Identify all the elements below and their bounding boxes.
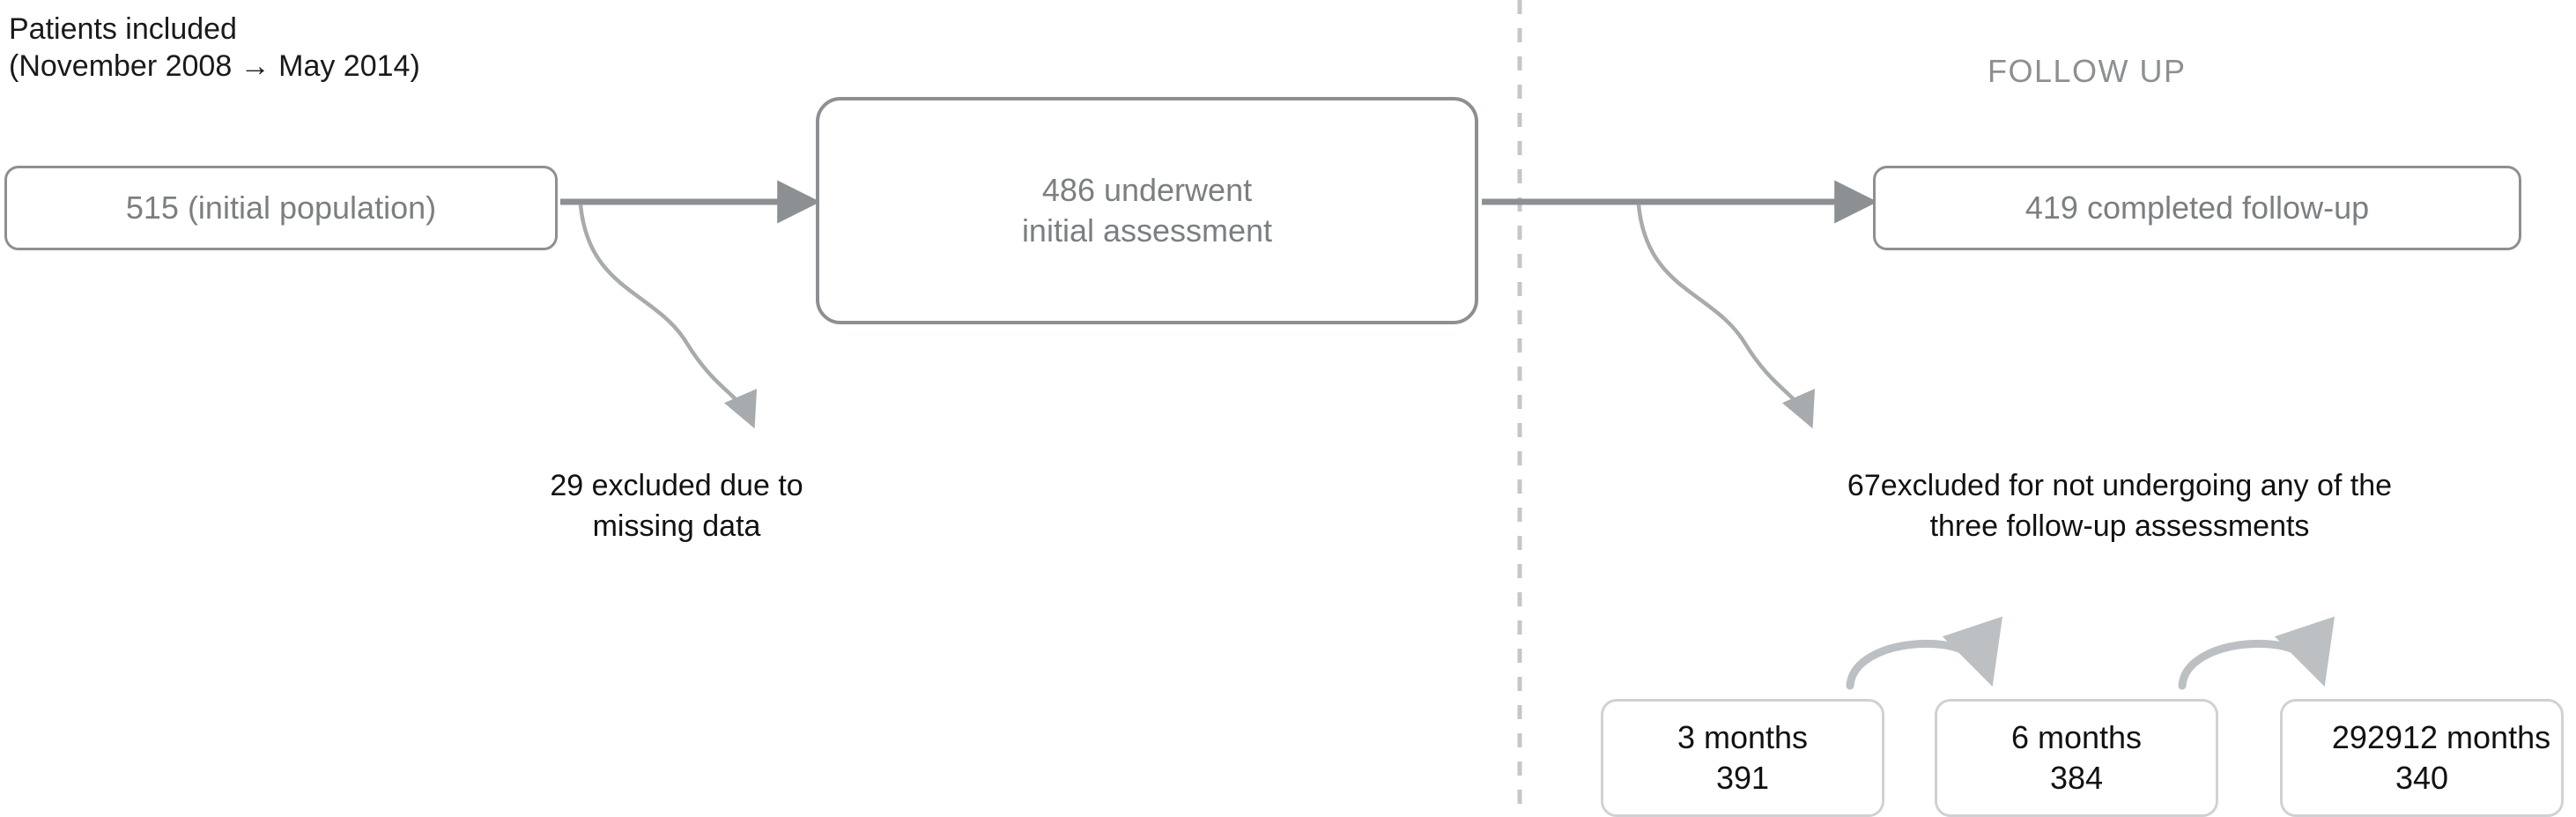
node-initial-assessment-line-2: initial assessment <box>1021 212 1273 249</box>
exclusion-note-left-line-2: missing data <box>592 509 761 543</box>
follow-up-section-label: FOLLOW UP <box>1988 53 2187 89</box>
arrow-excluded-missing-data <box>578 204 758 429</box>
node-initial-assessment[interactable]: 486 underwent initial assessment <box>816 97 1478 324</box>
followup-box-12-months[interactable]: 292912 months 340 <box>2280 699 2564 817</box>
exclusion-note-left: 29 excluded due to missing data <box>448 465 906 546</box>
node-initial-population-label: 515 (initial population) <box>125 189 437 226</box>
node-completed-followup[interactable]: 419 completed follow-up <box>1873 166 2521 250</box>
followup-box-6-months-label: 6 months <box>2010 719 2143 755</box>
followup-box-12-months-label: 292912 months <box>2331 719 2551 755</box>
page-title-line-1: Patients included <box>9 12 237 46</box>
arc-6-to-12-months <box>2178 616 2335 690</box>
followup-box-6-months-value: 384 <box>2049 760 2104 796</box>
page-title-line-2: (November 2008 → May 2014) <box>9 49 420 83</box>
node-initial-assessment-line-1: 486 underwent <box>1041 172 1253 208</box>
followup-box-3-months[interactable]: 3 months 391 <box>1601 699 1884 817</box>
node-initial-assessment-text: 486 underwent initial assessment <box>1006 170 1288 251</box>
exclusion-note-right-text: excluded for not undergoing any of the <box>1880 469 2393 502</box>
exclusion-note-right-line-1: 67excluded for not undergoing any of the <box>1663 465 2576 506</box>
followup-box-3-months-label: 3 months <box>1677 719 1809 755</box>
arrow-excluded-no-followup <box>1636 204 1816 429</box>
followup-box-3-months-value: 391 <box>1715 760 1770 796</box>
node-initial-population[interactable]: 515 (initial population) <box>4 166 558 250</box>
exclusion-note-right: 67excluded for not undergoing any of the… <box>1663 465 2576 546</box>
arc-3-to-6-months <box>1846 616 2002 690</box>
node-completed-followup-label: 419 completed follow-up <box>2025 189 2370 226</box>
exclusion-note-left-line-1: 29 excluded due to <box>550 469 803 502</box>
followup-box-6-months[interactable]: 6 months 384 <box>1935 699 2218 817</box>
exclusion-note-right-line-2: three follow-up assessments <box>1929 509 2310 543</box>
exclusion-note-right-count: 67 <box>1847 469 1881 502</box>
followup-box-12-months-value: 340 <box>2395 760 2449 796</box>
